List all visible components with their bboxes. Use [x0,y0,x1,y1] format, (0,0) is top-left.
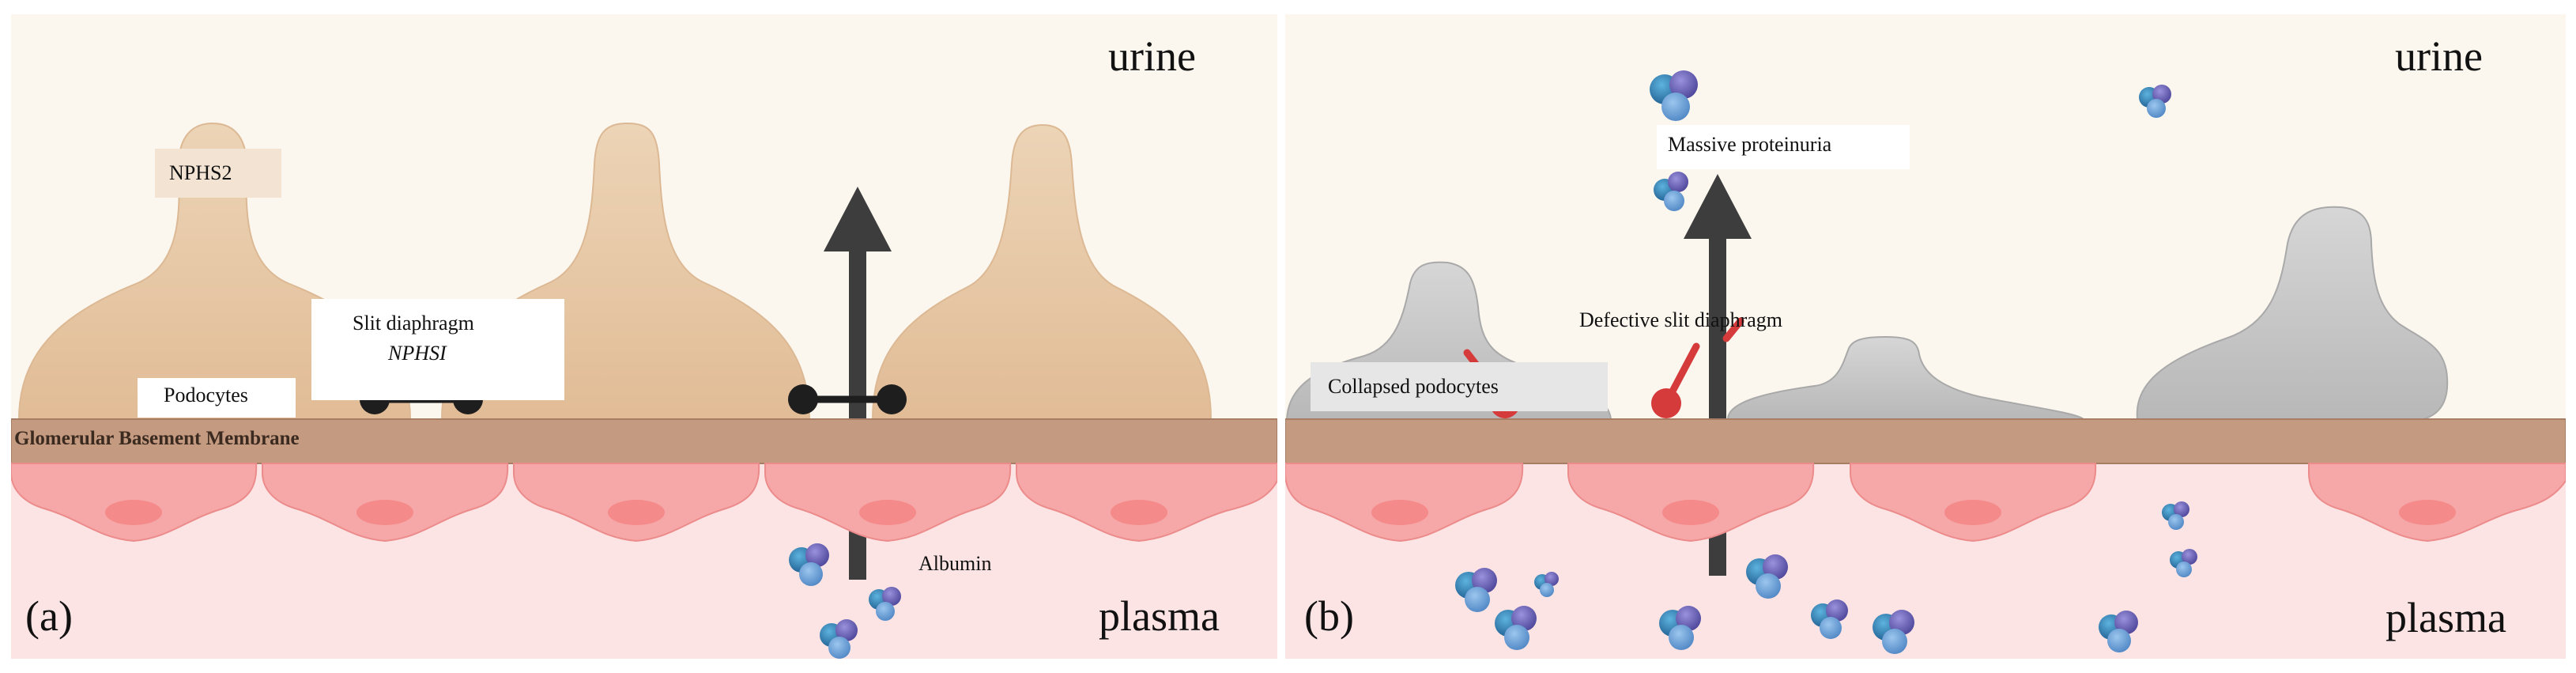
endothelial-nuclei [105,500,1167,525]
proteinuria-arrow-head [1684,174,1752,239]
urine-label: urine [1108,32,1196,80]
proteinuria-label: Massive proteinuria [1668,133,1832,156]
panel-a-healthy-glomerulus: NPHS2 Slit diaphragm NPHSI Podocytes Glo… [11,14,1277,659]
albumin-label: Albumin [918,552,992,575]
plasma-label: plasma [1099,592,1220,640]
podocytes-label: Podocytes [164,384,248,406]
protein-molecule-plasma-2 [2170,549,2197,577]
gbm-label: Glomerular Basement Membrane [14,428,300,449]
slit-diaphragm-gene-label: NPHSI [388,342,447,365]
collapsed-podocyte-2 [1726,335,2086,420]
nphs2-label-box [155,149,281,198]
albumin-arrow-head [824,187,892,251]
podocyte-3 [871,123,1213,420]
nphs2-label: NPHS2 [169,161,232,184]
proteinuria-label-box [1657,125,1910,169]
slit-diaphragm-2 [788,384,907,414]
slit-diaphragm-label: Slit diaphragm [353,312,474,335]
slit-diaphragm-label-box [311,299,564,400]
collapsed-podocyte-3 [2136,206,2449,420]
protein-molecule-plasma-5 [1495,606,1537,650]
glomerular-basement-membrane [1285,418,2566,464]
protein-molecule-urine-1 [1650,70,1698,121]
endothelial-nuclei [1371,500,2456,525]
urine-label: urine [2395,32,2483,80]
podocytes-label-box [138,378,296,418]
defective-slit-diaphragm-label: Defective slit diaphragm [1579,308,1783,331]
albumin-molecule-2 [869,587,901,621]
defective-slit-diaphragm-2 [1651,317,1744,418]
protein-molecule-plasma-9 [1873,610,1914,654]
protein-molecule-plasma-7 [1746,554,1788,599]
protein-molecule-plasma-3 [1455,568,1497,612]
panel-b-illustration [1285,14,2566,659]
plasma-label: plasma [2386,594,2506,641]
protein-molecule-plasma-1 [2162,501,2189,530]
protein-molecule-urine-3 [1654,172,1688,211]
collapsed-podocytes-label: Collapsed podocytes [1328,375,1499,398]
panel-b-label: (b) [1304,592,1354,640]
protein-molecule-urine-2 [2139,85,2171,118]
protein-molecule-plasma-8 [1811,599,1848,639]
protein-molecule-plasma-4 [1534,572,1559,597]
panel-b-damaged-glomerulus: Massive proteinuria Defective slit diaph… [1285,14,2566,659]
albumin-molecule-3 [820,619,858,659]
panel-a-label: (a) [25,592,73,640]
panel-a-illustration [11,14,1277,659]
protein-molecule-plasma-6 [1659,606,1701,650]
protein-molecule-plasma-10 [2099,611,2138,652]
glomerular-basement-membrane [11,418,1277,464]
albumin-molecule-1 [789,543,829,586]
collapsed-podocytes-label-box [1311,362,1608,411]
